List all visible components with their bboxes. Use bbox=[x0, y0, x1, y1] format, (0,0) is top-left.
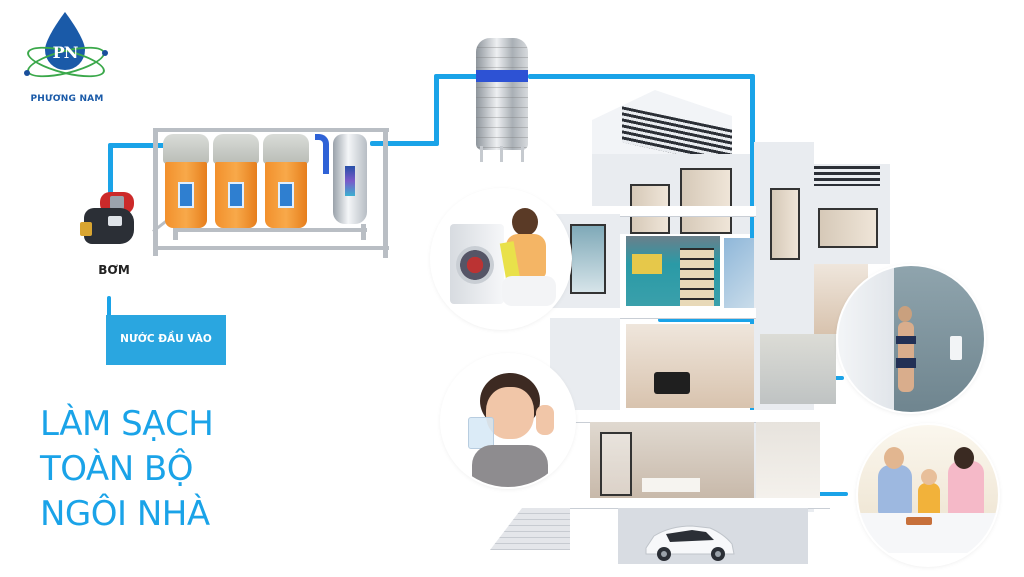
washer-drum bbox=[456, 246, 494, 284]
uv-sterilizer bbox=[333, 134, 367, 224]
roof-louvers bbox=[814, 166, 880, 186]
floor-slab bbox=[530, 410, 820, 422]
mother-head bbox=[954, 447, 974, 469]
person-top bbox=[472, 445, 548, 487]
brand-name: PHƯƠNG NAM bbox=[30, 94, 104, 104]
glass-door bbox=[600, 432, 632, 496]
shower-door bbox=[838, 266, 894, 412]
ok-hand bbox=[536, 405, 554, 435]
filter-cartridge bbox=[263, 134, 309, 230]
tank-body bbox=[476, 38, 528, 150]
orbit-dot-icon bbox=[24, 70, 30, 76]
house-cutaway bbox=[490, 88, 890, 564]
ground-slab bbox=[530, 498, 830, 508]
floor-slab bbox=[550, 206, 756, 216]
father bbox=[878, 465, 912, 515]
floor-slab bbox=[550, 308, 756, 318]
piano-room bbox=[626, 324, 754, 408]
rack-frame bbox=[361, 224, 366, 240]
vignette-family bbox=[858, 425, 998, 565]
vignette-drinking bbox=[442, 355, 574, 487]
rack-frame bbox=[173, 228, 367, 232]
mosaic-wall bbox=[724, 238, 754, 308]
rack-frame bbox=[173, 224, 178, 240]
rack-frame bbox=[153, 128, 389, 132]
person-pants bbox=[502, 276, 556, 306]
headline: LÀM SẠCH TOÀN BỘ NGÔI NHÀ bbox=[40, 402, 214, 537]
vignette-laundry bbox=[432, 190, 570, 328]
person-head bbox=[512, 208, 538, 236]
headline-line-1: LÀM SẠCH bbox=[40, 404, 214, 444]
pump-motor bbox=[80, 208, 134, 244]
dining-area bbox=[756, 422, 820, 498]
mother bbox=[948, 461, 984, 517]
water-inlet-box: NƯỚC ĐẦU VÀO bbox=[106, 315, 226, 365]
balcony-window bbox=[570, 224, 606, 294]
orbit-dot-icon bbox=[102, 50, 108, 56]
person-face bbox=[486, 387, 534, 439]
filter-cartridge bbox=[163, 134, 209, 230]
rooftop-water-tank bbox=[474, 38, 530, 162]
father-head bbox=[884, 447, 904, 469]
toast-plate bbox=[906, 517, 932, 525]
window bbox=[818, 208, 878, 248]
pipe-segment bbox=[108, 143, 168, 148]
pipe-segment bbox=[107, 296, 111, 320]
bathroom bbox=[760, 334, 836, 404]
wall-map bbox=[632, 254, 662, 274]
rack-frame bbox=[383, 128, 388, 258]
shower-panel bbox=[950, 336, 962, 360]
person-head bbox=[898, 306, 912, 322]
piano bbox=[654, 372, 690, 394]
pipe-segment bbox=[370, 141, 438, 146]
entrance-steps bbox=[490, 508, 570, 550]
pipe-branch bbox=[658, 318, 752, 322]
person-body bbox=[898, 322, 914, 392]
headline-line-2: TOÀN BỘ bbox=[40, 449, 194, 489]
swimsuit-bottom bbox=[896, 358, 916, 368]
pipe-segment bbox=[108, 144, 113, 196]
child-head bbox=[921, 469, 937, 485]
connector-pipe-elbow bbox=[315, 134, 329, 174]
brand-logo: PN PHƯƠNG NAM bbox=[22, 10, 112, 105]
logo-initials: PN bbox=[52, 43, 79, 62]
pipe-segment bbox=[528, 74, 754, 79]
pump-label: BƠM bbox=[98, 263, 130, 277]
water-pump bbox=[78, 190, 138, 250]
headline-line-3: NGÔI NHÀ bbox=[40, 494, 210, 534]
sofa bbox=[642, 478, 700, 492]
tank-band bbox=[476, 70, 528, 82]
water-drop-icon bbox=[45, 12, 85, 70]
swimsuit-top bbox=[896, 336, 916, 344]
inlet-label: NƯỚC ĐẦU VÀO bbox=[120, 333, 212, 345]
filter-cartridge bbox=[213, 134, 259, 230]
bookshelf bbox=[680, 248, 714, 306]
child bbox=[918, 483, 940, 515]
window bbox=[680, 168, 732, 234]
vignette-shower bbox=[838, 266, 984, 412]
water-glass bbox=[468, 417, 494, 449]
rack-frame bbox=[153, 128, 158, 256]
filter-rack bbox=[152, 128, 389, 258]
pipe-segment bbox=[434, 75, 439, 146]
pipe-segment bbox=[434, 74, 478, 79]
rack-frame bbox=[153, 246, 389, 250]
car-icon bbox=[645, 525, 735, 561]
window bbox=[770, 188, 800, 260]
